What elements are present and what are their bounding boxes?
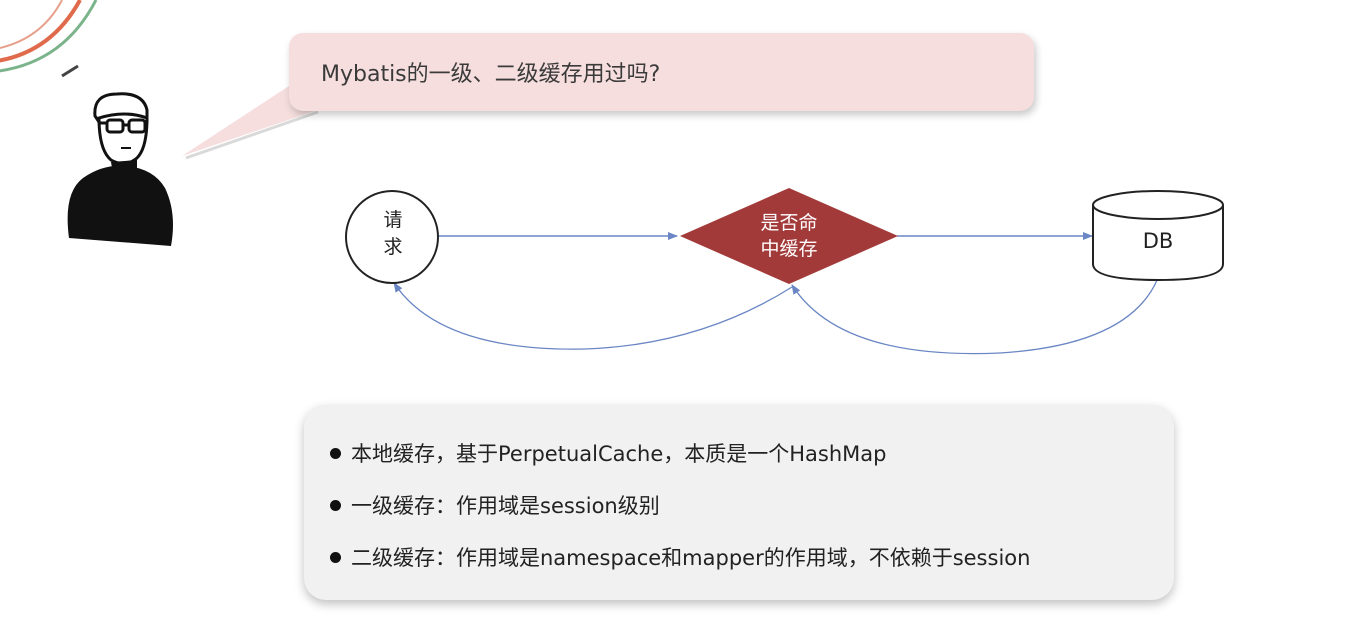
- decision-label-line2: 中缓存: [760, 238, 818, 260]
- decorative-arcs: [0, 0, 98, 78]
- speech-bubble: Mybatis的一级、二级缓存用过吗?: [289, 33, 1034, 111]
- note-text: 二级缓存：作用域是namespace和mapper的作用域，不依赖于sessio…: [351, 546, 1031, 570]
- notes-list: 本地缓存，基于PerpetualCache，本质是一个HashMap 一级缓存：…: [330, 427, 1030, 583]
- decision-label-line1: 是否命: [760, 212, 818, 234]
- arrow-decision-to-request: [393, 282, 793, 350]
- bullet-icon: [330, 499, 341, 511]
- list-item: 二级缓存：作用域是namespace和mapper的作用域，不依赖于sessio…: [330, 531, 1030, 583]
- arrow-db-to-decision: [791, 277, 1159, 355]
- bullet-icon: [330, 447, 341, 459]
- db-node: [1092, 190, 1224, 282]
- decision-node: [680, 188, 898, 284]
- request-label-line1: 请: [383, 209, 403, 231]
- list-item: 本地缓存，基于PerpetualCache，本质是一个HashMap: [330, 427, 1030, 479]
- note-text: 一级缓存：作用域是session级别: [351, 494, 660, 518]
- question-text: Mybatis的一级、二级缓存用过吗?: [321, 62, 661, 87]
- request-label-line2: 求: [383, 236, 403, 258]
- request-node: [345, 190, 439, 284]
- presenter-avatar: [67, 92, 173, 246]
- decision-node-label: 是否命 中缓存: [724, 210, 854, 262]
- bullet-icon: [330, 551, 341, 563]
- notes-panel: 本地缓存，基于PerpetualCache，本质是一个HashMap 一级缓存：…: [304, 405, 1174, 600]
- request-node-label: 请 求: [360, 207, 426, 261]
- db-node-label: DB: [1142, 229, 1174, 253]
- list-item: 一级缓存：作用域是session级别: [330, 479, 1030, 531]
- note-text: 本地缓存，基于PerpetualCache，本质是一个HashMap: [351, 442, 887, 466]
